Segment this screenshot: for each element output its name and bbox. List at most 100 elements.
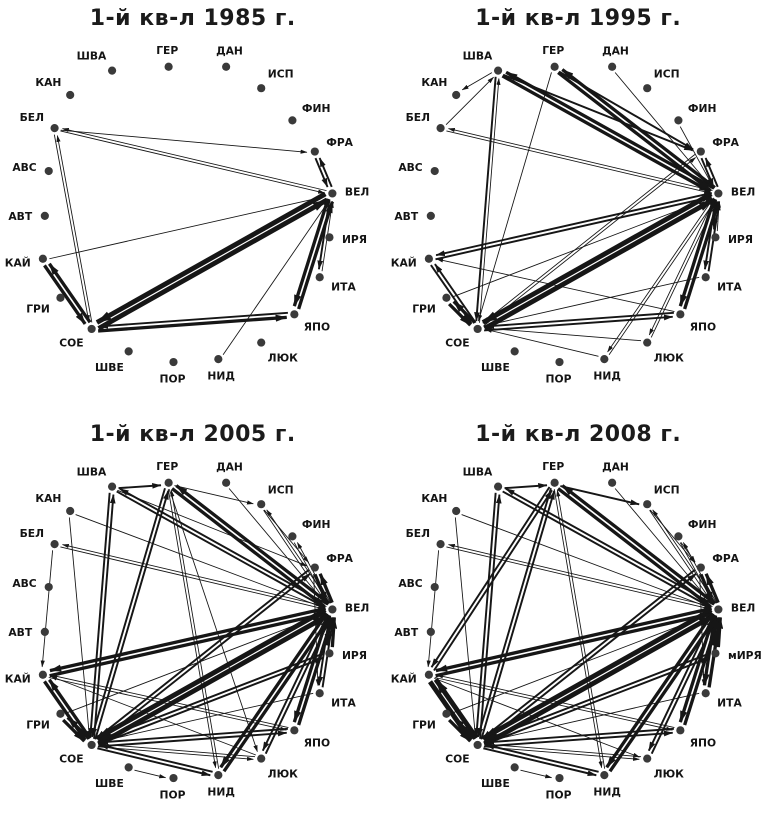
graph-edge [429,264,473,325]
node-label: ЯПО [689,321,715,334]
graph-edge [168,489,217,769]
node-label: ИТА [331,280,356,293]
graph-edge [264,509,310,563]
graph-edge [95,607,327,741]
graph-edge [561,484,716,605]
graph-node [493,482,502,491]
panel-title-2005: 1-й кв-л 2005 г. [89,422,296,447]
graph-edge [484,328,599,357]
graph-node [426,211,435,220]
graph-edge [483,314,673,332]
node-label: ПОР [160,789,186,802]
graph-node [39,670,48,679]
graph-node [50,124,59,133]
graph-edge [483,657,710,746]
graph-edge [648,198,715,336]
graph-edge [97,613,329,747]
graph-edge [481,191,713,325]
graph-edge [483,746,640,761]
node-label: ЛЮК [653,351,683,364]
node-label: НИД [208,369,236,382]
graph-edge [483,730,673,748]
graph-edge [314,157,329,188]
graph-edge [97,573,311,744]
graph-edge [75,514,326,609]
graph-node [473,740,482,750]
graph-edge [698,573,706,687]
graph-edge [505,487,715,606]
node-label: СОЕ [60,337,84,350]
graph-edge [454,517,477,738]
graph-edge [606,197,714,353]
graph-node [430,582,439,592]
graph-edge [169,489,259,753]
graph-edge [704,573,720,604]
graph-edge [99,727,289,745]
node-label: ШВЕ [95,361,124,374]
graph-edge [504,482,548,490]
graph-edge [62,718,86,743]
graph-node [257,338,266,347]
graph-edge [446,130,711,194]
graph-edge [117,489,308,567]
graph-node [290,310,299,319]
graph-edge [558,70,694,151]
graph-edge [69,517,92,738]
node-label: ГРИ [26,303,50,316]
graph-node [599,355,609,364]
node-label: КАН [36,492,62,505]
graph-node [310,147,320,156]
graph-edge [482,747,597,777]
graph-edge [556,489,605,769]
graph-node [257,84,266,93]
node-label: ФРА [712,552,739,565]
graph-edge [473,76,497,322]
graph-edge [62,543,327,608]
node-label: АВТ [394,626,418,639]
graph-edge [614,72,713,189]
graph-edge [48,678,92,740]
graph-edge [484,692,700,743]
graph-node [676,726,685,735]
graph-edge [434,677,673,731]
graph-edge [116,490,326,609]
graph-edge [703,199,717,270]
graph-edge [482,154,696,324]
node-label: ИРЯ [728,233,753,246]
graph-node [124,763,134,772]
graph-node [424,670,433,679]
node-label: НИД [593,785,621,798]
graph-edge [60,130,326,194]
edges-layer [43,127,335,355]
graph-node [642,84,652,93]
graph-edge [483,613,714,747]
node-label: мИРЯ [728,649,762,662]
graph-edge [171,487,326,608]
graph-node [674,532,683,541]
graph-node [711,233,720,242]
graph-node [676,310,685,319]
graph-edge [473,492,497,738]
node-label: ДАН [602,45,629,58]
graph-edge [88,492,111,738]
graph-edge [649,509,695,563]
graph-edge [481,607,713,741]
graph-edge [219,612,329,769]
graph-edge [501,74,711,194]
graph-edge [118,482,162,490]
graph-edge [556,487,712,608]
graph-edge [426,550,439,668]
graph-edge [97,747,212,777]
node-label: БЕЛ [405,527,429,540]
node-label: ВЕЛ [731,602,755,615]
node-label: ЛЮК [653,767,683,780]
node-label: ФИН [302,518,331,531]
graph-node [424,254,433,263]
graph-edge [482,157,696,327]
